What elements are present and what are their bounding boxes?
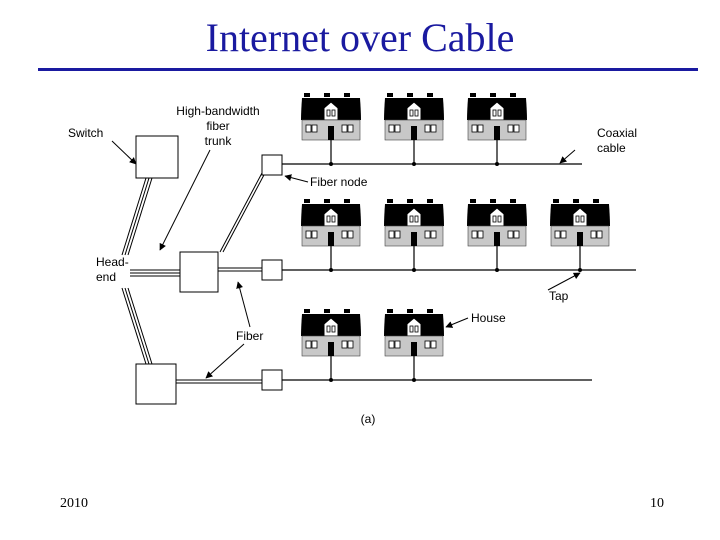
- switch-box: [135, 135, 179, 179]
- coaxial-label-2: cable: [597, 141, 626, 155]
- headend-label-2: end: [96, 270, 116, 284]
- switch-box-lower: [135, 363, 177, 405]
- fiber-node-label: Fiber node: [310, 175, 368, 189]
- house-label: House: [471, 311, 506, 325]
- houses-row-1: [300, 92, 528, 166]
- trunk-label-1: High-bandwidth: [176, 104, 259, 118]
- coaxial-label-1: Coaxial: [597, 126, 637, 140]
- headend-label-1: Head-: [96, 255, 129, 269]
- fiber-lines: [176, 172, 266, 384]
- trunk-lines: [121, 177, 180, 365]
- slide-title: Internet over Cable: [205, 15, 515, 60]
- fiber-node-3: [261, 369, 283, 391]
- annotation-arrows: [111, 140, 581, 379]
- tap-label: Tap: [549, 289, 569, 303]
- switch-label: Switch: [68, 126, 103, 140]
- houses-row-2: [300, 198, 611, 272]
- trunk-label-3: trunk: [205, 134, 233, 148]
- footer-year: 2010: [60, 496, 88, 511]
- fiber-node-1: [261, 154, 283, 176]
- page-number: 10: [650, 496, 664, 511]
- fiber-label: Fiber: [236, 329, 263, 343]
- trunk-label-2: fiber: [206, 119, 229, 133]
- title-underline: [38, 68, 698, 71]
- headend-box: [179, 251, 219, 293]
- figure-caption: (a): [361, 412, 376, 426]
- houses-row-3: [300, 308, 445, 382]
- fiber-node-2: [261, 259, 283, 281]
